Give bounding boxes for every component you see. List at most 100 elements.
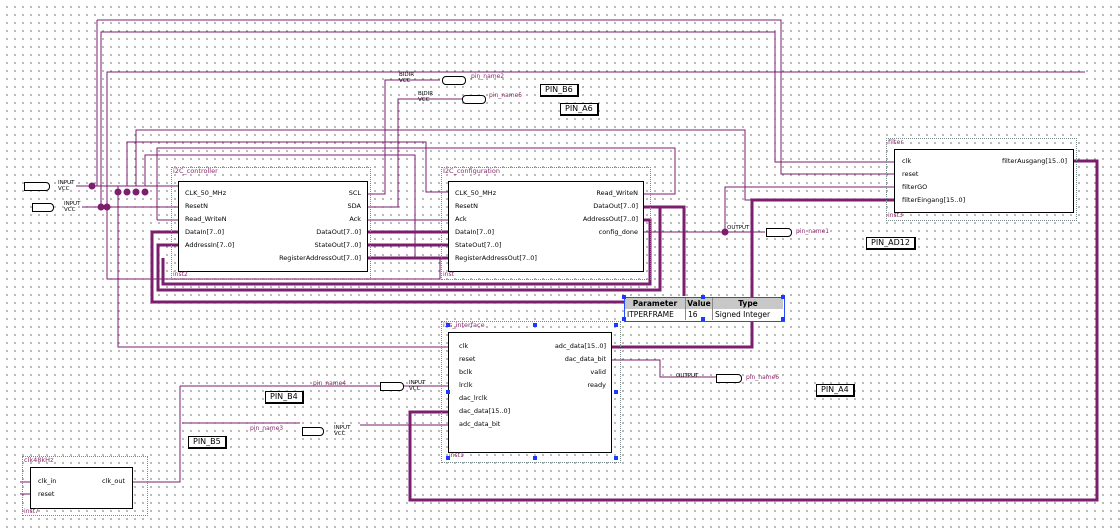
input-pin-symbol[interactable] [24, 182, 50, 191]
wire [365, 79, 440, 195]
pin-label: CLK_50_MHz [455, 189, 497, 197]
input-pin-symbol[interactable] [32, 203, 54, 212]
pin-vcc: VCC [418, 97, 430, 103]
pin-assignment[interactable]: PIN_AD12 [866, 237, 916, 250]
pin-label: dac_data[15..0] [459, 407, 511, 415]
selection-handle[interactable] [614, 323, 618, 327]
wire [117, 186, 448, 348]
selection-handle[interactable] [781, 317, 785, 321]
pin-label: clk [459, 342, 469, 350]
pin-label: SCL [348, 189, 361, 197]
output-pin-symbol[interactable] [766, 228, 792, 237]
block-title: i2C_controller [173, 167, 218, 175]
pin-label: ready [587, 381, 606, 389]
instance-name: inst2 [173, 271, 188, 278]
pin-label: Read_WriteN [185, 215, 227, 223]
selection-handle[interactable] [446, 390, 450, 394]
selection-handle[interactable] [446, 456, 450, 460]
selection-handle[interactable] [446, 323, 450, 327]
wire [106, 71, 1085, 207]
pin-name: pin_name2 [471, 73, 505, 80]
pin-name: pin_name4 [313, 380, 347, 387]
bus [408, 159, 1099, 502]
selection-handle[interactable] [701, 295, 705, 299]
filter-block[interactable] [894, 149, 1074, 213]
i2c-configuration-frame [441, 167, 651, 280]
pin-label: StateOut[7..0] [455, 241, 502, 249]
instance-name: inst1 [449, 452, 464, 459]
selection-handle[interactable] [614, 456, 618, 460]
bus [640, 205, 686, 296]
wire [126, 141, 448, 193]
pin-label: DataIn[7..0] [185, 228, 225, 236]
pin-assignment[interactable]: PIN_B6 [540, 84, 579, 97]
wire [144, 154, 416, 258]
param-header: Parameter [625, 298, 686, 309]
block-title: clk48kHz [24, 456, 54, 464]
pin-label: ResetN [455, 202, 479, 210]
selection-handle[interactable] [533, 456, 537, 460]
pin-name: pin_name5 [489, 92, 523, 99]
pin-label: lrclk [459, 381, 473, 389]
pin-label: Read_WriteN [596, 189, 638, 197]
selection-handle[interactable] [614, 390, 618, 394]
param-cell: 16 [686, 309, 713, 320]
pin-label: RegisterAddressOut[7..0] [455, 254, 537, 262]
instance-name: inst3 [888, 212, 903, 219]
pin-label: StateOut[7..0] [314, 241, 361, 249]
pin-label: Ack [455, 215, 467, 223]
wire [365, 98, 462, 208]
input-pin-symbol[interactable] [380, 382, 404, 391]
pin-vcc: VCC [64, 207, 76, 213]
pin-vcc: VCC [334, 431, 346, 437]
param-cell: Signed Integer [715, 310, 771, 319]
pin-name: pin_name1 [796, 228, 830, 235]
block-title: filter [888, 138, 904, 146]
pin-vcc: VCC [58, 186, 70, 192]
i2c-controller-frame [171, 167, 371, 280]
selection-handle[interactable] [622, 317, 626, 321]
pin-type: BIDIR [399, 72, 415, 78]
pin-label: adc_data[15..0] [554, 342, 606, 350]
filter-frame [886, 138, 1077, 221]
pin-label: SDA [347, 202, 361, 210]
pin-label: Ack [349, 215, 361, 223]
bus [161, 218, 652, 286]
clk48khz-frame [22, 456, 148, 516]
input-pin-symbol[interactable] [302, 427, 324, 436]
wire [132, 386, 181, 483]
clk48khz-block[interactable] [30, 467, 133, 509]
pin-vcc: VCC [399, 78, 411, 84]
pin-name: pin_name3 [250, 425, 284, 432]
selection-handle[interactable] [781, 295, 785, 299]
pin-label: valid [590, 368, 606, 376]
bidir-pin-symbol[interactable] [442, 76, 466, 85]
i2c-controller-block[interactable] [178, 181, 368, 272]
pin-label: ResetN [185, 202, 209, 210]
instance-name: inst [443, 271, 454, 278]
pin-type: INPUT [64, 201, 81, 207]
i2s-interface-block[interactable] [448, 332, 612, 453]
wire [97, 19, 900, 175]
pin-label: AddressIn[7..0] [185, 241, 235, 249]
pin-label: config_done [598, 228, 638, 236]
selection-handle[interactable] [533, 323, 537, 327]
pin-assignment[interactable]: PIN_A6 [560, 103, 599, 116]
selection-handle[interactable] [622, 295, 626, 299]
pin-label: dac_lrclk [459, 394, 488, 402]
bidir-pin-symbol[interactable] [462, 95, 486, 104]
output-pin-symbol[interactable] [716, 374, 742, 383]
block-title: I2C_configuration [443, 167, 500, 175]
pin-label: clk_in [38, 477, 57, 485]
i2c-configuration-block[interactable] [448, 181, 644, 272]
pin-label: clk_out [101, 477, 125, 485]
pin-assignment[interactable]: PIN_B5 [188, 436, 227, 449]
pin-type: INPUT [409, 380, 426, 386]
selection-handle[interactable] [701, 317, 705, 321]
pin-assignment[interactable]: PIN_B4 [265, 391, 304, 404]
pin-assignment[interactable]: PIN_A4 [816, 384, 855, 397]
bus [150, 230, 624, 304]
param-cell: ITPERFRAME [625, 309, 686, 320]
pin-vcc: VCC [409, 386, 421, 392]
